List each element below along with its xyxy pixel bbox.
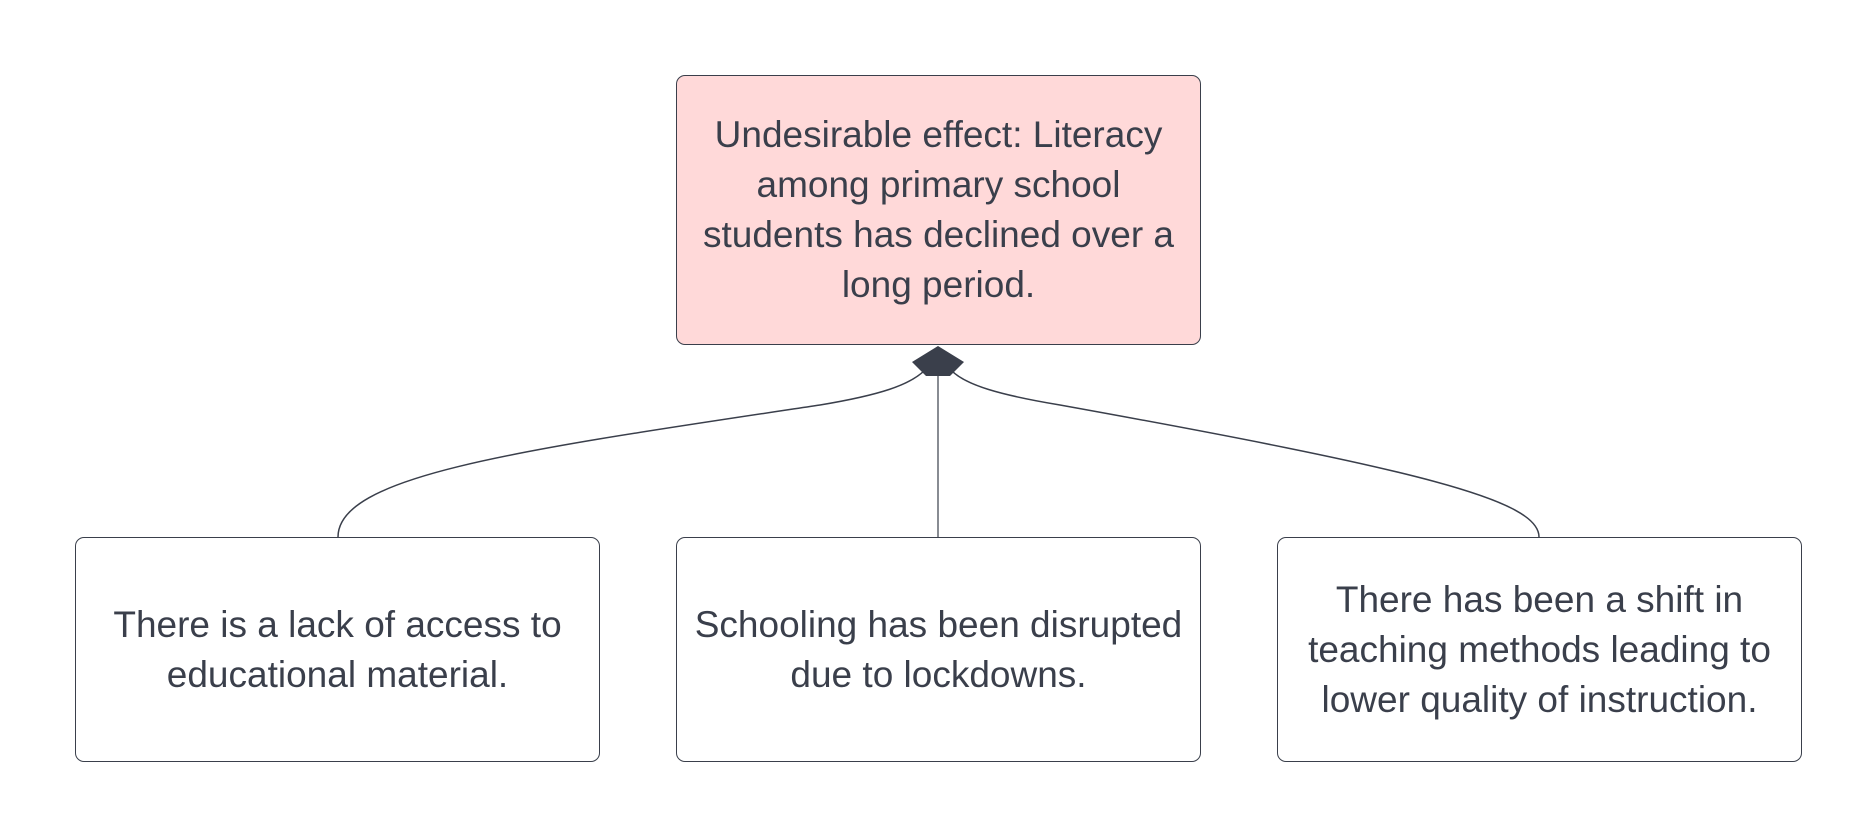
undesirable-effect-text: Undesirable effect: Literacy among prima…	[702, 114, 1175, 305]
connector-cause-3	[950, 369, 1540, 538]
cause-text-1: There is a lack of access to educational…	[113, 603, 562, 695]
and-junction-diamond-icon	[912, 346, 964, 376]
cause-box-2[interactable]: Schooling has been disrupted due to lock…	[676, 537, 1201, 762]
undesirable-effect-box[interactable]: Undesirable effect: Literacy among prima…	[676, 75, 1201, 345]
connector-cause-1	[337, 369, 926, 538]
cause-text-2: Schooling has been disrupted due to lock…	[694, 603, 1183, 695]
cause-box-1[interactable]: There is a lack of access to educational…	[75, 537, 600, 762]
cause-box-3[interactable]: There has been a shift in teaching metho…	[1277, 537, 1802, 762]
cause-text-3: There has been a shift in teaching metho…	[1308, 578, 1771, 720]
